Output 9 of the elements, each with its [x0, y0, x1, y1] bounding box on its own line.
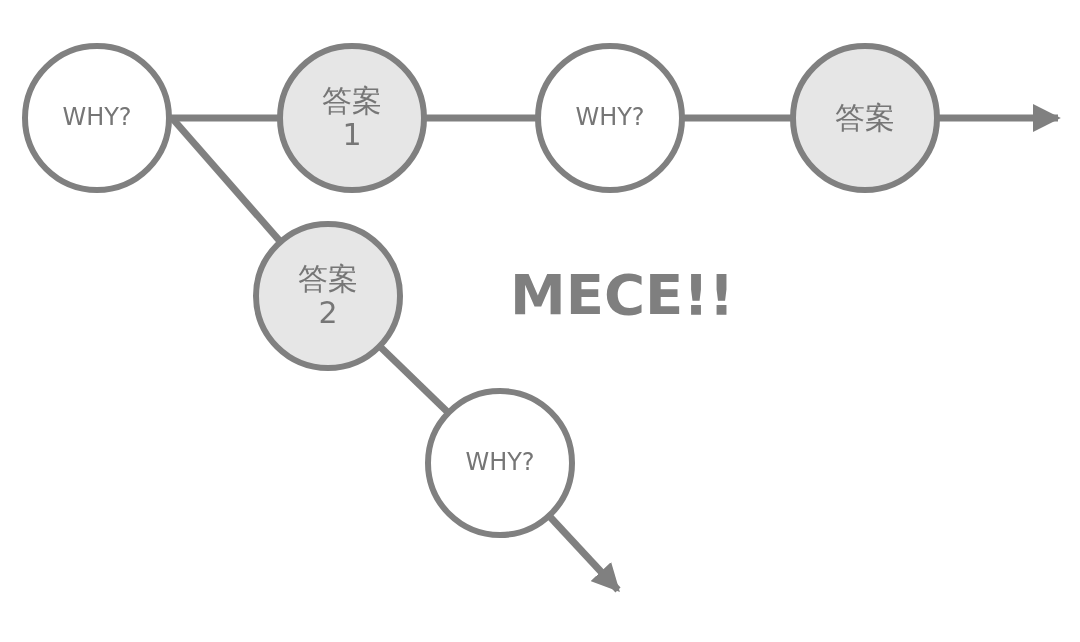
- node-label: WHY?: [464, 449, 536, 477]
- arrow: [546, 513, 621, 593]
- connector-line: [377, 343, 451, 416]
- node-label: 答案 2: [297, 261, 359, 331]
- node-label: WHY?: [574, 104, 646, 132]
- node-label: 答案: [834, 100, 896, 136]
- heading-text: MECE!!: [510, 262, 735, 327]
- node-label: 答案 1: [321, 83, 383, 153]
- node-label: WHY?: [61, 104, 133, 132]
